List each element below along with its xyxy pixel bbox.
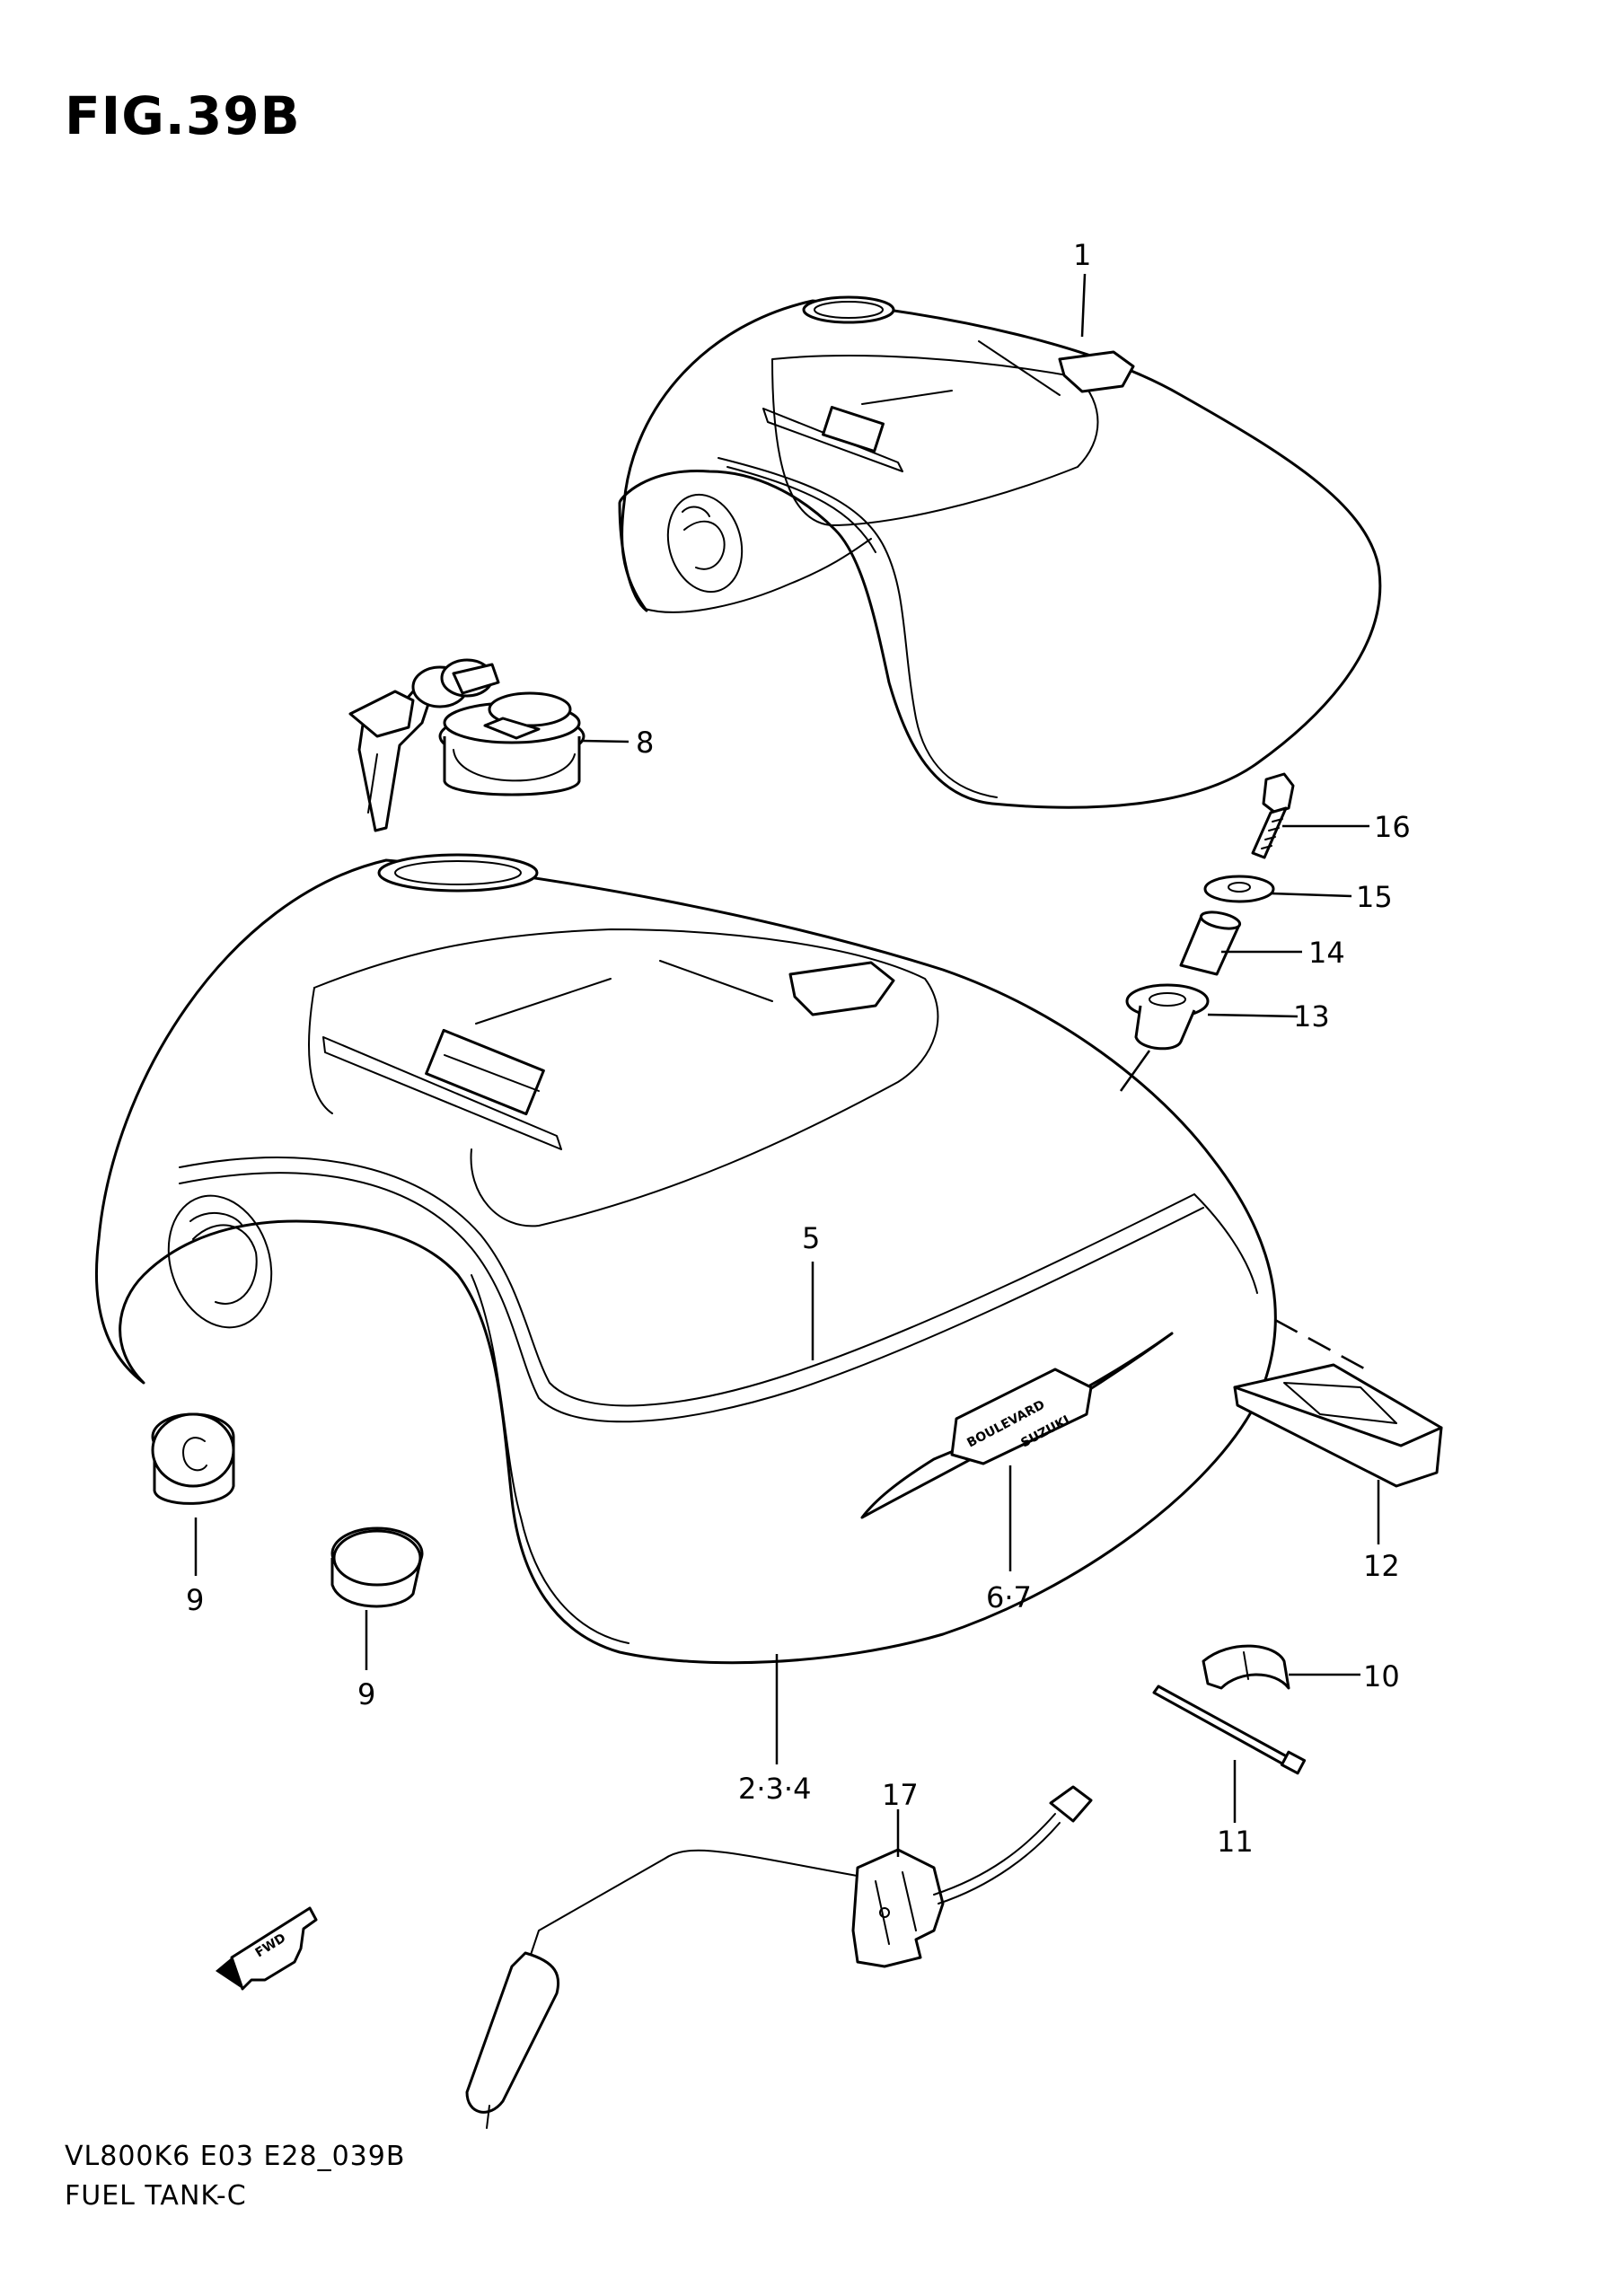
callout-16: 16: [1374, 810, 1411, 844]
emblem-boulevard: BOULEVARD SUZUKI: [860, 1332, 1174, 1519]
collar-14: [1179, 910, 1242, 976]
callout-9-b: 9: [357, 1677, 375, 1711]
fuel-cap-with-keys: [348, 658, 585, 832]
callout-14: 14: [1308, 936, 1345, 970]
grommet-13: [1125, 983, 1210, 1051]
fuel-tank-main: [95, 853, 1277, 1665]
fwd-arrow-icon: FWD: [216, 1906, 318, 1991]
callout-17: 17: [882, 1778, 919, 1812]
callout-2-3-4: 2·3·4: [738, 1772, 811, 1806]
leader-8: [581, 739, 630, 743]
callout-9-a: 9: [186, 1583, 204, 1617]
stack-line: [1119, 1050, 1151, 1092]
plug-9-b: [330, 1526, 424, 1608]
leader-1: [1080, 273, 1087, 338]
callout-11: 11: [1217, 1825, 1254, 1859]
clip-10: [1202, 1644, 1290, 1690]
pad-12: [1233, 1363, 1443, 1488]
plug-9-a: [151, 1412, 235, 1505]
cable-tie-11: [1152, 1685, 1307, 1775]
fuel-sensor-17: [465, 1785, 1093, 2129]
diagram-name: FUEL TANK-C: [65, 2180, 247, 2212]
dash-12: [1274, 1318, 1375, 1376]
bolt-16: [1251, 772, 1295, 859]
callout-10: 10: [1363, 1659, 1400, 1693]
callout-1: 1: [1073, 238, 1091, 272]
callout-12: 12: [1363, 1549, 1400, 1583]
figure-title: FIG.39B: [65, 85, 301, 146]
washer-15: [1203, 875, 1275, 903]
callout-15: 15: [1356, 880, 1393, 914]
callout-8: 8: [636, 726, 654, 760]
leader-15: [1270, 892, 1352, 898]
callout-5: 5: [802, 1221, 820, 1255]
callout-6-7: 6·7: [986, 1580, 1032, 1614]
diagram-code: VL800K6 E03 E28_039B: [65, 2141, 406, 2172]
callout-13: 13: [1293, 999, 1330, 1034]
leader-13: [1207, 1013, 1299, 1018]
fuel-tank-1: [618, 295, 1382, 809]
